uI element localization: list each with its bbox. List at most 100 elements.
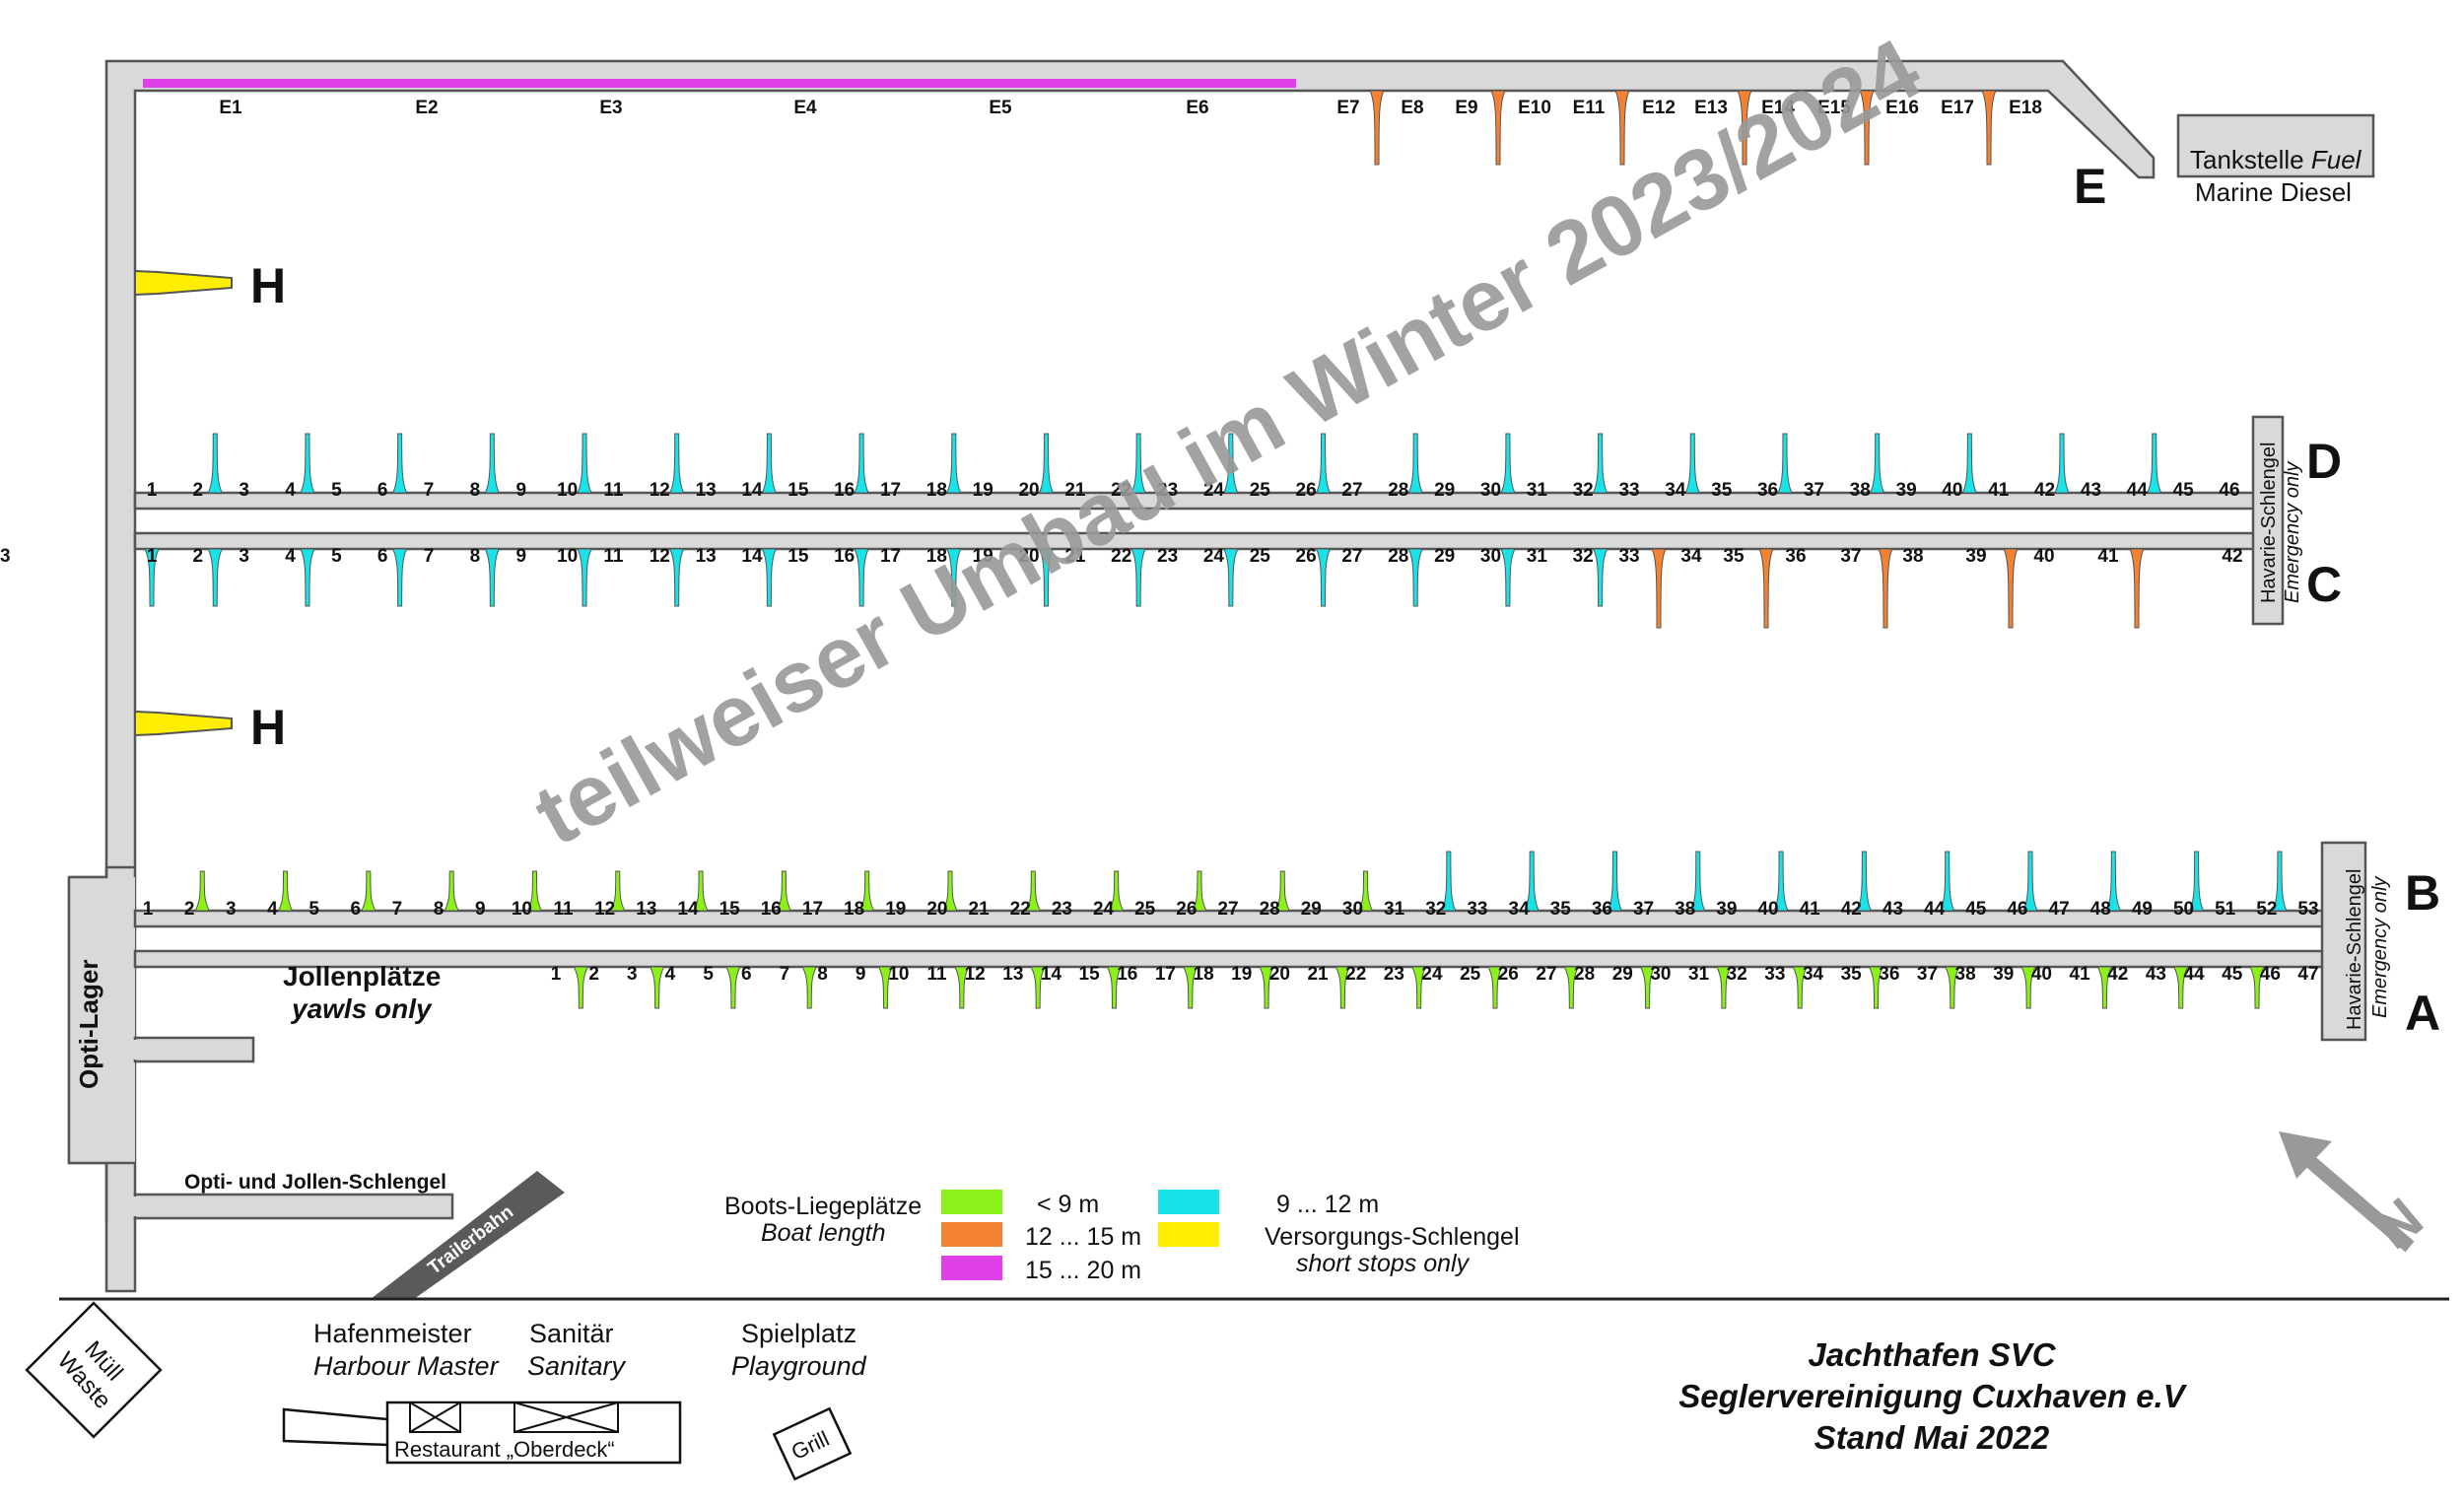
- mooring-post: [668, 433, 685, 494]
- berth-number: 20: [926, 899, 947, 920]
- supply-pontoon-lower: [134, 710, 233, 737]
- mooring-post: [1315, 433, 1332, 494]
- berth-number: 39: [1716, 899, 1737, 920]
- berth-number: 25: [1250, 480, 1271, 501]
- berth-number: 15: [1079, 964, 1101, 985]
- mooring-post: [391, 548, 408, 607]
- berth-number: 38: [1675, 899, 1695, 920]
- mooring-post: [484, 548, 501, 607]
- dinghy-spur-1: [133, 1036, 255, 1063]
- main-walkway: [104, 59, 2156, 1293]
- mooring-post: [761, 548, 778, 607]
- berth-number: 3: [226, 899, 237, 920]
- berth-number: 30: [1480, 546, 1501, 567]
- berth-number: 31: [1527, 546, 1548, 567]
- mooring-post: [194, 870, 211, 912]
- berth-number: 1: [147, 546, 158, 567]
- berth-number: E15: [1817, 98, 1851, 118]
- berth-number: 18: [844, 899, 864, 920]
- legend-title: Boots-Liegeplätze: [724, 1193, 922, 1220]
- berth-number: 19: [1231, 964, 1252, 985]
- berth-number: 32: [1573, 546, 1594, 567]
- mooring-post: [854, 433, 869, 494]
- berth-number: 1: [147, 480, 158, 501]
- berth-number: 28: [1574, 964, 1595, 985]
- berth-number: 23: [1157, 546, 1178, 567]
- pier-label-H-upper: H: [250, 258, 286, 313]
- berth-number: 7: [392, 899, 403, 920]
- mooring-post: [2146, 433, 2162, 494]
- mooring-post: [1868, 966, 1884, 1009]
- pier-A-posts: [573, 966, 2265, 1009]
- mooring-post: [1773, 851, 1789, 912]
- berth-number: 29: [1434, 480, 1455, 501]
- berth-number: 28: [1260, 899, 1280, 920]
- emergency-cd-de: Havarie-Schlengel: [2258, 443, 2280, 603]
- mooring-post: [1369, 90, 1385, 166]
- mooring-post: [484, 433, 501, 494]
- berth-number: 2: [193, 480, 204, 501]
- berth-number: 43: [2081, 480, 2101, 501]
- playground-en: Playground: [731, 1351, 867, 1381]
- mooring-post: [2272, 851, 2288, 912]
- berth-number: E16: [1885, 98, 1919, 118]
- berth-number: 47: [2049, 899, 2070, 920]
- berth-number: 36: [1592, 899, 1612, 920]
- berth-number: 34: [1803, 964, 1824, 985]
- mooring-post: [1038, 433, 1055, 494]
- berth-number: 35: [1841, 964, 1863, 985]
- credits-line3: Stand Mai 2022: [1814, 1419, 2050, 1456]
- pier-B-posts: [194, 851, 2288, 912]
- berth-number: 10: [512, 899, 532, 920]
- watermark-text: teilweiser Umbau im Winter 2023/2024: [518, 20, 1936, 864]
- legend-label-under-9m: < 9 m: [1037, 1191, 1099, 1218]
- mooring-post: [207, 548, 224, 607]
- berth-number: 15: [719, 899, 741, 920]
- berth-number: 43: [0, 546, 11, 567]
- berth-number: 2: [588, 964, 599, 985]
- berth-number: 16: [834, 480, 855, 501]
- berth-number: 5: [703, 964, 714, 985]
- berth-number: 37: [1917, 964, 1938, 985]
- berth-number: 43: [1882, 899, 1903, 920]
- berth-number: 9: [856, 964, 866, 985]
- mooring-post: [1592, 548, 1608, 607]
- berth-number: 11: [603, 480, 624, 501]
- legend-swatch-15-20m: [941, 1256, 1002, 1280]
- berth-number: 12: [965, 964, 986, 985]
- mooring-post: [2105, 851, 2122, 912]
- berth-number: 45: [2173, 480, 2195, 501]
- mooring-post: [2022, 851, 2038, 912]
- berth-number: 13: [1002, 964, 1023, 985]
- berth-number: 35: [1711, 480, 1733, 501]
- mooring-post: [1108, 870, 1125, 912]
- berth-number: 38: [1955, 964, 1976, 985]
- berth-number: 46: [2219, 480, 2239, 501]
- berth-number: 21: [1307, 964, 1329, 985]
- berth-number: 29: [1434, 546, 1455, 567]
- legend-swatch-under-9m: [941, 1190, 1002, 1214]
- berth-number: 28: [1388, 480, 1408, 501]
- berth-number: E17: [1941, 98, 1974, 118]
- berth-number: 39: [1896, 480, 1917, 501]
- berth-number: 52: [2256, 899, 2277, 920]
- trailer-ramp: [371, 1171, 565, 1299]
- emergency-cd-en: Emergency only: [2282, 461, 2303, 603]
- berth-number: 26: [1296, 480, 1317, 501]
- mooring-post: [2172, 966, 2189, 1009]
- berth-number: 36: [1757, 480, 1778, 501]
- berth-number: 30: [1342, 899, 1363, 920]
- berth-number: 10: [888, 964, 909, 985]
- legend-label-15-20m: 15 ... 20 m: [1025, 1257, 1141, 1284]
- berth-number: 14: [741, 480, 763, 501]
- berth-number: 49: [2132, 899, 2153, 920]
- mooring-post: [1259, 966, 1274, 1009]
- berth-number: 17: [1155, 964, 1176, 985]
- legend-swatch-9-12m: [1158, 1190, 1219, 1214]
- sanitary-de: Sanitär: [529, 1319, 614, 1348]
- berth-number: 35: [1550, 899, 1572, 920]
- legend-swatch-12-15m: [941, 1222, 1002, 1247]
- berth-number: 36: [1879, 964, 1899, 985]
